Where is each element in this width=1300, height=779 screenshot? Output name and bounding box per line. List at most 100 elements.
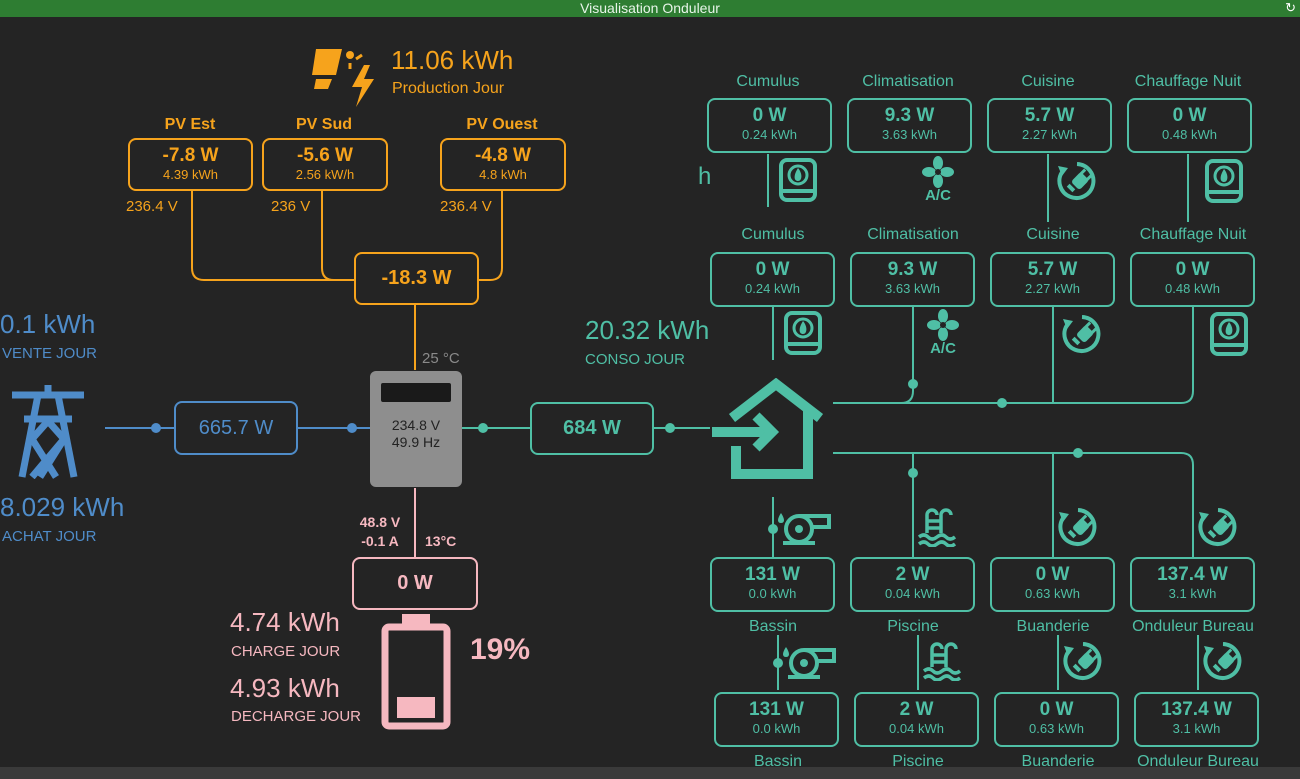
air-conditioner-icon: A/C bbox=[918, 156, 958, 207]
pv-sud-box[interactable]: -5.6 W 2.56 kW/h bbox=[262, 138, 388, 191]
load-label: Cuisine bbox=[1026, 226, 1080, 243]
load-energy: 0.0 kWh bbox=[748, 586, 797, 601]
battery-discharge-label: DECHARGE JOUR bbox=[231, 708, 362, 725]
title-bar: Visualisation Onduleur ↻ bbox=[0, 0, 1300, 17]
inverter-temperature: 25 °C bbox=[422, 350, 460, 367]
grid-sell-value: 0.1 kWh bbox=[0, 309, 96, 339]
load-power: 0 W bbox=[1175, 259, 1210, 280]
load-energy: 0.63 kWh bbox=[1025, 586, 1080, 601]
pv-sud-energy: 2.56 kW/h bbox=[295, 167, 355, 182]
pool-icon bbox=[922, 641, 962, 686]
battery-power-box[interactable]: 0 W bbox=[352, 557, 478, 610]
load-label: Climatisation bbox=[862, 73, 954, 90]
pv-ouest-label: PV Ouest bbox=[466, 116, 538, 133]
power-plug-icon bbox=[1197, 506, 1239, 553]
load-power: 9.3 W bbox=[887, 259, 938, 280]
pv-est-box[interactable]: -7.8 W 4.39 kWh bbox=[128, 138, 253, 191]
solar-total-box[interactable]: -18.3 W bbox=[354, 252, 479, 305]
pool-icon bbox=[917, 507, 957, 552]
home-power-box[interactable]: 684 W bbox=[530, 402, 654, 455]
load-power: 0 W bbox=[1035, 564, 1070, 585]
pv-sud-label: PV Sud bbox=[295, 116, 352, 133]
load-power: 0 W bbox=[752, 105, 787, 126]
load-label: Piscine bbox=[892, 753, 944, 770]
load-energy: 0.0 kWh bbox=[752, 721, 801, 736]
pv-ouest-energy: 4.8 kWh bbox=[479, 167, 527, 182]
pv-est-power: -7.8 W bbox=[162, 145, 219, 166]
load-label: Climatisation bbox=[867, 226, 959, 243]
load-label: Onduleur Bureau bbox=[1132, 618, 1254, 635]
load-power: 0 W bbox=[1039, 699, 1074, 720]
load-power: 2 W bbox=[899, 699, 934, 720]
air-conditioner-icon: A/C bbox=[923, 309, 963, 360]
home-import-icon bbox=[712, 378, 824, 479]
water-heater-icon bbox=[1209, 311, 1249, 362]
load-label: Bassin bbox=[748, 618, 798, 635]
battery-charge-value: 4.74 kWh bbox=[230, 607, 340, 637]
pv-est-voltage: 236.4 V bbox=[126, 198, 178, 215]
grid-sell-label: VENTE JOUR bbox=[2, 345, 98, 362]
battery-temperature: 13°C bbox=[425, 533, 457, 549]
water-heater-icon bbox=[1204, 158, 1244, 209]
battery-icon bbox=[381, 614, 451, 730]
load-power: 2 W bbox=[895, 564, 930, 585]
solar-total-power: -18.3 W bbox=[381, 267, 452, 289]
grid-power-box[interactable]: 665.7 W bbox=[174, 401, 298, 455]
load-label: Chauffage Nuit bbox=[1134, 73, 1242, 90]
bottom-scroll-strip bbox=[0, 767, 1300, 779]
load-label: Bassin bbox=[753, 753, 803, 770]
pv-sud-power: -5.6 W bbox=[297, 145, 353, 166]
stray-text: h bbox=[698, 163, 712, 190]
load-label: Buanderie bbox=[1016, 618, 1090, 635]
power-plug-icon bbox=[1062, 640, 1104, 687]
production-label: Production Jour bbox=[392, 80, 505, 97]
inverter-screen bbox=[381, 383, 451, 402]
svg-text:A/C: A/C bbox=[930, 340, 956, 355]
load-energy: 0.24 kWh bbox=[742, 127, 797, 142]
home-power: 684 W bbox=[563, 417, 621, 439]
water-heater-icon bbox=[778, 157, 818, 208]
load-energy: 0.48 kWh bbox=[1162, 127, 1217, 142]
battery-power: 0 W bbox=[397, 572, 433, 594]
load-energy: 3.63 kWh bbox=[882, 127, 937, 142]
battery-discharge-value: 4.93 kWh bbox=[230, 673, 340, 703]
load-power: 137.4 W bbox=[1161, 699, 1232, 720]
load-power: 137.4 W bbox=[1157, 564, 1228, 585]
power-plug-icon bbox=[1202, 640, 1244, 687]
pv-ouest-box[interactable]: -4.8 W 4.8 kWh bbox=[440, 138, 566, 191]
load-energy: 0.63 kWh bbox=[1029, 721, 1084, 736]
svg-text:A/C: A/C bbox=[925, 187, 951, 202]
pump-icon bbox=[782, 643, 838, 686]
load-power: 0 W bbox=[755, 259, 790, 280]
load-energy: 0.04 kWh bbox=[885, 586, 940, 601]
load-energy: 2.27 kWh bbox=[1025, 281, 1080, 296]
load-power: 5.7 W bbox=[1024, 105, 1075, 126]
pv-est-label: PV Est bbox=[164, 116, 216, 133]
load-energy: 3.63 kWh bbox=[885, 281, 940, 296]
load-power: 5.7 W bbox=[1027, 259, 1078, 280]
battery-level-fill bbox=[397, 697, 435, 718]
load-label: Buanderie bbox=[1021, 753, 1095, 770]
refresh-icon[interactable]: ↻ bbox=[1285, 0, 1296, 15]
inverter-icon[interactable]: 234.8 V 49.9 Hz bbox=[370, 371, 462, 487]
load-energy: 3.1 kWh bbox=[1172, 721, 1221, 736]
conso-label: CONSO JOUR bbox=[585, 351, 686, 368]
load-label: Cumulus bbox=[741, 226, 805, 243]
